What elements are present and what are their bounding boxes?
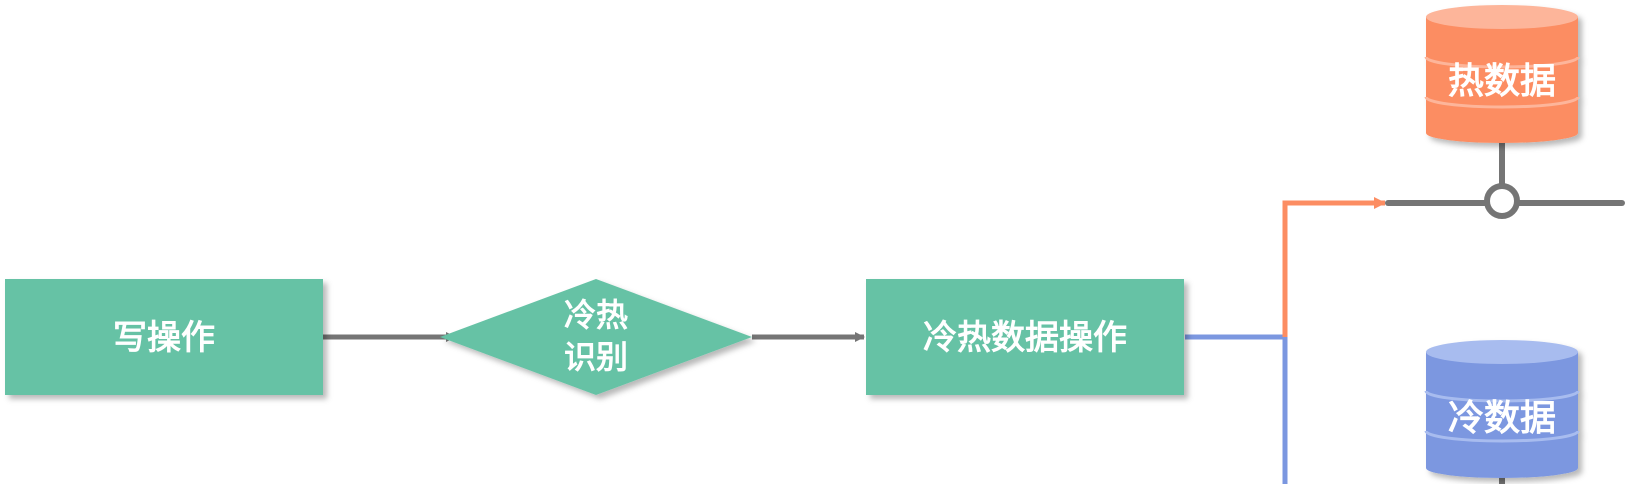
node-hot-cold-data-operation — [866, 279, 1184, 395]
hot-data-label: 热数据 — [1448, 61, 1556, 102]
node-classify-label-line2: 识别 — [564, 338, 628, 376]
node-write-operation — [5, 279, 323, 395]
node-classify-label-line1: 冷热 — [564, 296, 628, 334]
node-hot-cold-classify — [440, 279, 752, 395]
cold-data-label: 冷数据 — [1448, 398, 1556, 439]
node-write-operation-label: 写操作 — [113, 318, 215, 358]
edge-dataop-to-cold — [1185, 334, 1288, 484]
junction-node-icon — [1484, 183, 1520, 219]
edge-dataop-to-hot — [1282, 197, 1386, 337]
cold-data-database-icon — [1424, 340, 1580, 478]
node-data-operation-label: 冷热数据操作 — [923, 318, 1127, 358]
hot-data-database-icon — [1424, 5, 1580, 143]
